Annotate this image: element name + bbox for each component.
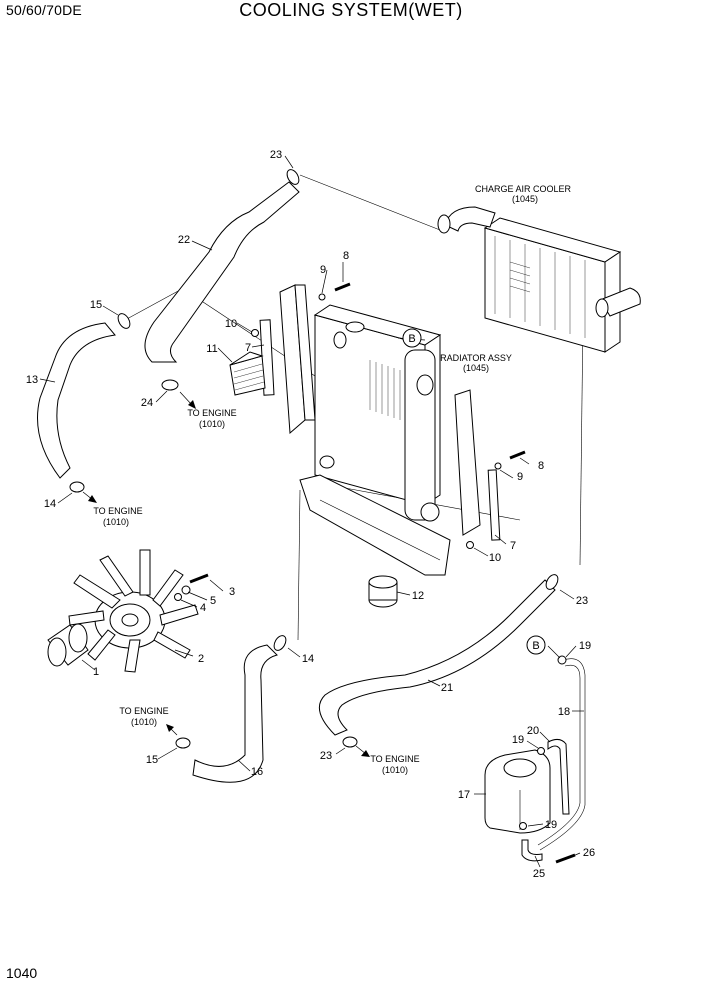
to-engine-label-1: TO ENGINE: [187, 408, 236, 418]
callout-8-right: 8: [538, 460, 544, 472]
page-title: COOLING SYSTEM(WET): [239, 0, 463, 20]
fan-spacer: [47, 623, 89, 667]
callout-22: 22: [178, 234, 190, 246]
callout-2: 2: [198, 653, 204, 665]
callout-13: 13: [26, 374, 38, 386]
callout-5: 5: [210, 595, 216, 607]
overflow-hose-inner: [537, 664, 581, 846]
callout-15-top: 15: [90, 299, 102, 311]
fan-bolt-set: [174, 573, 209, 601]
charge-air-cooler-ref: (1045): [512, 194, 538, 204]
callout-9-right: 9: [517, 471, 523, 483]
callout-19-bottom: 19: [545, 819, 557, 831]
callout-9-top: 9: [320, 264, 326, 276]
callout-4: 4: [200, 602, 206, 614]
callout-3: 3: [229, 586, 235, 598]
fan: [68, 549, 199, 673]
hose-lower-left: [192, 644, 278, 783]
callout-14-bottom: 14: [302, 653, 314, 665]
ref-b-circle-bottom: [526, 635, 546, 655]
to-engine-label-2: TO ENGINE: [93, 506, 142, 516]
coolant-reservoir: [484, 749, 551, 834]
screw-26: [555, 853, 576, 864]
callout-1: 1: [93, 666, 99, 678]
radiator-assy-ref: (1045): [463, 363, 489, 373]
lower-baffle: [299, 474, 451, 576]
callout-23-top: 23: [270, 149, 282, 161]
callout-15-bottom: 15: [146, 754, 158, 766]
page-number: 1040: [6, 965, 38, 981]
overflow-hose: [539, 658, 586, 851]
callout-19-top: 19: [579, 640, 591, 652]
to-engine-arrows: [82, 391, 370, 757]
callout-23-right: 23: [576, 595, 588, 607]
callout-18: 18: [558, 706, 570, 718]
to-engine-ref-3: (1010): [131, 717, 157, 727]
callout-12: 12: [412, 590, 424, 602]
to-engine-ref-4: (1010): [382, 765, 408, 775]
callout-10-right: 10: [489, 552, 501, 564]
callout-19-mid: 19: [512, 734, 524, 746]
radiator-assy-label: RADIATOR ASSY: [440, 353, 512, 363]
model-code: 50/60/70DE: [6, 2, 82, 18]
drain-hose: [521, 839, 543, 862]
callout-17: 17: [458, 789, 470, 801]
right-bracket: [454, 389, 481, 536]
ref-b-label-top: B: [408, 333, 415, 345]
hose-clamps: [69, 169, 559, 749]
callout-20: 20: [527, 725, 539, 737]
callout-26: 26: [583, 847, 595, 859]
callout-11: 11: [206, 343, 217, 355]
callout-16: 16: [251, 766, 263, 778]
callout-14-top: 14: [44, 498, 56, 510]
hose-left: [37, 322, 116, 479]
fasteners: [251, 282, 567, 830]
hose-lower-right: [318, 579, 556, 736]
callout-25: 25: [533, 868, 545, 880]
hose-20: [547, 738, 570, 815]
to-engine-label-3: TO ENGINE: [119, 706, 168, 716]
charge-air-cooler: [437, 206, 641, 353]
sponge: [229, 351, 266, 396]
charge-air-cooler-label: CHARGE AIR COOLER: [475, 184, 572, 194]
mount-rubber: [368, 575, 398, 608]
callout-24: 24: [141, 397, 153, 409]
radiator-assy: [313, 304, 442, 522]
to-engine-ref-1: (1010): [199, 419, 225, 429]
callout-7-left: 7: [245, 342, 251, 354]
callout-21: 21: [441, 682, 453, 694]
ref-b-label-bottom: B: [532, 640, 539, 652]
to-engine-label-4: TO ENGINE: [370, 754, 419, 764]
callout-7-right: 7: [510, 540, 516, 552]
to-engine-ref-2: (1010): [103, 517, 129, 527]
callout-10-left: 10: [225, 318, 237, 330]
ref-b-circle-top: [402, 328, 422, 348]
seal-plate-right: [487, 469, 501, 541]
hose-upper: [144, 181, 300, 363]
callout-8-top: 8: [343, 250, 349, 262]
callout-numbers: 23 22 15 13 24 14 10 11 7 9 8 8 9 7 10 1…: [26, 149, 595, 880]
callout-23-bottom: 23: [320, 750, 332, 762]
left-bracket: [279, 284, 316, 435]
